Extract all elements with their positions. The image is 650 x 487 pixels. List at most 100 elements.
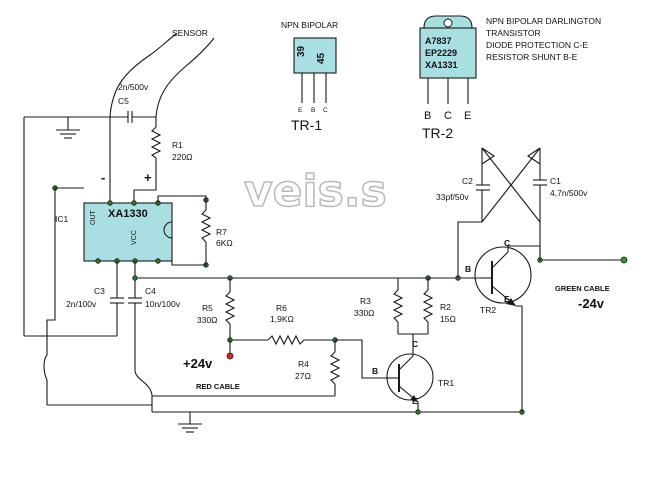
legend-tr1-code-b: 45 <box>316 52 327 64</box>
tr2-pin-b: B <box>465 264 471 274</box>
legend-tr1-pin-e: E <box>298 107 303 114</box>
resistor-r1 <box>150 117 162 168</box>
resistor-r4 <box>329 340 341 396</box>
c2-label: C2 <box>462 176 473 186</box>
c3-value: 2n/100v <box>66 299 97 309</box>
legend-tr2-name: TR-2 <box>422 125 453 141</box>
tr2-pin-e: E <box>504 294 510 304</box>
sensor-lead-left <box>109 33 177 118</box>
r6-value: 1,9KΩ <box>270 314 294 324</box>
red-terminal <box>226 352 234 360</box>
wire-tr2-collector <box>508 245 541 260</box>
resistor-r7 <box>157 195 212 266</box>
transistor-tr2 <box>474 246 532 307</box>
r3-value: 330Ω <box>354 308 375 318</box>
resistor-r3 <box>392 278 404 334</box>
minus-sign: - <box>101 170 105 185</box>
capacitor-c3 <box>110 261 124 336</box>
c1-label: C1 <box>550 176 561 186</box>
r7-label: R7 <box>216 227 227 237</box>
ic-out-pin: OUT <box>90 210 97 226</box>
ground-symbol-top <box>56 117 80 139</box>
wire-c2-left <box>457 221 482 278</box>
legend-tr2-text-4: RESISTOR SHUNT B-E <box>486 52 578 62</box>
ic1-label: IC1 <box>55 214 69 224</box>
legend-tr2-text-1: NPN BIPOLAR DARLINGTON <box>486 16 601 26</box>
green-cable-label: GREEN CABLE <box>555 284 610 293</box>
junction-tr1-emitter <box>415 409 421 415</box>
supply-neg-label: -24v <box>578 296 605 311</box>
wire-ic-out <box>46 187 84 336</box>
sensor-lead-right <box>155 37 215 118</box>
tr1-pin-e: E <box>412 396 418 406</box>
legend-tr2-pin-c: C <box>444 110 452 122</box>
legend-tr1-pin-c: C <box>323 107 328 114</box>
ground-symbol-bottom <box>178 412 202 433</box>
transistor-tr1 <box>385 353 434 403</box>
resistor-r2 <box>422 278 434 334</box>
r4-label: R4 <box>298 359 309 369</box>
legend-tr2-pin-b: B <box>424 110 431 122</box>
r3-label: R3 <box>360 296 371 306</box>
wire-sensor-plus <box>133 168 157 203</box>
c4-value: 10n/100v <box>145 299 181 309</box>
legend-tr1-name: TR-1 <box>291 117 322 133</box>
c5-label: C5 <box>118 96 129 106</box>
legend-tr2-code-1: A7837 <box>425 36 452 46</box>
wire-tr2-emitter <box>516 305 523 412</box>
resistor-r5 <box>224 278 236 340</box>
capacitor-c4 <box>128 261 153 405</box>
legend-tr2-code-3: XA1331 <box>425 60 458 70</box>
c5-value: 2n/500v <box>118 82 149 92</box>
capacitor-c5 <box>24 111 156 123</box>
legend-tr1-body <box>293 37 337 74</box>
legend-tr2-body <box>419 27 477 79</box>
c4-label: C4 <box>145 286 156 296</box>
c2-value: 33pf/50v <box>436 192 469 202</box>
r5-value: 330Ω <box>197 315 218 325</box>
legend-tr2-leads <box>427 78 469 104</box>
r2-label: R2 <box>440 302 451 312</box>
c3-label: C3 <box>94 286 105 296</box>
capacitor-c2 <box>476 148 490 222</box>
legend-tr1-leads <box>301 73 327 103</box>
ic-notch <box>163 221 173 239</box>
ic-vcc-pin: VCC <box>131 230 138 245</box>
legend-tr2-code-2: EP2229 <box>425 48 457 58</box>
r4-value: 27Ω <box>295 371 311 381</box>
r1-label: R1 <box>172 140 183 150</box>
junction-vcc <box>132 275 138 281</box>
ic-xa1330 <box>83 202 173 262</box>
wire-tr1-base <box>335 339 385 379</box>
watermark: veis.s <box>244 166 387 217</box>
capacitor-c1 <box>533 148 547 260</box>
legend-tr1-heading: NPN BIPOLAR <box>281 20 338 30</box>
green-terminal <box>620 256 628 264</box>
red-cable-label: RED CABLE <box>196 382 240 391</box>
c1-c2-crossover <box>481 147 541 223</box>
legend-tr2-text-3: DIODE PROTECTION C-E <box>486 40 588 50</box>
ic-pin-dots <box>52 185 209 268</box>
resistor-r6 <box>230 334 335 346</box>
plus-sign: + <box>144 170 152 185</box>
r2-value: 15Ω <box>440 314 456 324</box>
c1-value: 4,7n/500v <box>550 188 588 198</box>
legend-tr2-hole <box>443 18 453 28</box>
tr2-pin-c: C <box>504 238 510 248</box>
ic-name: XA1330 <box>108 208 148 220</box>
r5-label: R5 <box>202 303 213 313</box>
tr2-label: TR2 <box>480 305 496 315</box>
tr1-pin-b: B <box>372 366 378 376</box>
r6-label: R6 <box>276 303 287 313</box>
sensor-label: SENSOR <box>172 28 208 38</box>
r1-value: 220Ω <box>172 152 193 162</box>
tr1-label: TR1 <box>438 378 454 388</box>
legend-tr1-code-a: 39 <box>296 45 307 57</box>
r7-value: 6KΩ <box>216 238 233 248</box>
legend-tr1-pin-b: B <box>311 107 315 114</box>
tr1-pin-c: C <box>412 339 418 349</box>
supply-pos-label: +24v <box>183 356 213 371</box>
rail-left-loop <box>43 354 48 405</box>
legend-tr2-pin-e: E <box>464 110 471 122</box>
